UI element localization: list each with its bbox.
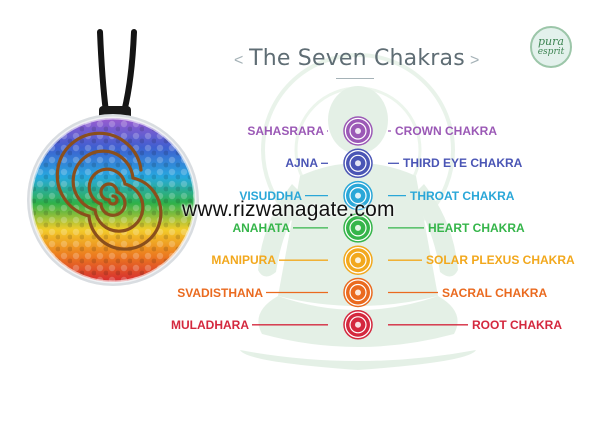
english-name: HEART CHAKRA: [428, 220, 525, 235]
sanskrit-name: MANIPURA: [211, 253, 276, 268]
sanskrit-name: VISUDDHA: [239, 188, 302, 203]
brand-badge-line1: pura: [538, 35, 564, 48]
chakra-icons: [343, 116, 373, 340]
english-name: ROOT CHAKRA: [472, 317, 562, 332]
brand-badge: pura esprit: [530, 26, 572, 68]
title-underline: [336, 78, 374, 79]
orgonite-pendant-necklace: [27, 29, 199, 286]
title-ornament-right: >: [470, 52, 480, 69]
root-square-icon: [343, 310, 373, 340]
third-eye-icon: [343, 148, 373, 179]
sanskrit-name: ANAHATA: [232, 220, 290, 235]
brand-badge-line2: esprit: [537, 47, 565, 57]
heart-star-icon: [343, 213, 373, 243]
english-name: THROAT CHAKRA: [410, 188, 515, 203]
sanskrit-name: AJNA: [285, 156, 318, 171]
sanskrit-name: SAHASRARA: [247, 124, 324, 138]
title-ornament-left: <: [234, 52, 244, 69]
english-name: THIRD EYE CHAKRA: [403, 156, 523, 171]
solar-plexus-icon: [343, 245, 373, 275]
sanskrit-name: MULADHARA: [171, 317, 249, 332]
throat-icon: [343, 180, 373, 211]
crown-lotus-icon: [343, 116, 373, 146]
chakra-connector-lines: [252, 130, 468, 326]
english-name: CROWN CHAKRA: [395, 124, 497, 138]
watermark-url: www.rizwanagate.com: [182, 198, 395, 221]
sanskrit-name: SVADISTHANA: [177, 285, 263, 300]
sacral-icon: [343, 277, 373, 308]
english-name: SACRAL CHAKRA: [442, 285, 548, 300]
english-name: SOLAR PLEXUS CHAKRA: [426, 253, 575, 268]
page-title: The Seven Chakras: [249, 46, 465, 71]
